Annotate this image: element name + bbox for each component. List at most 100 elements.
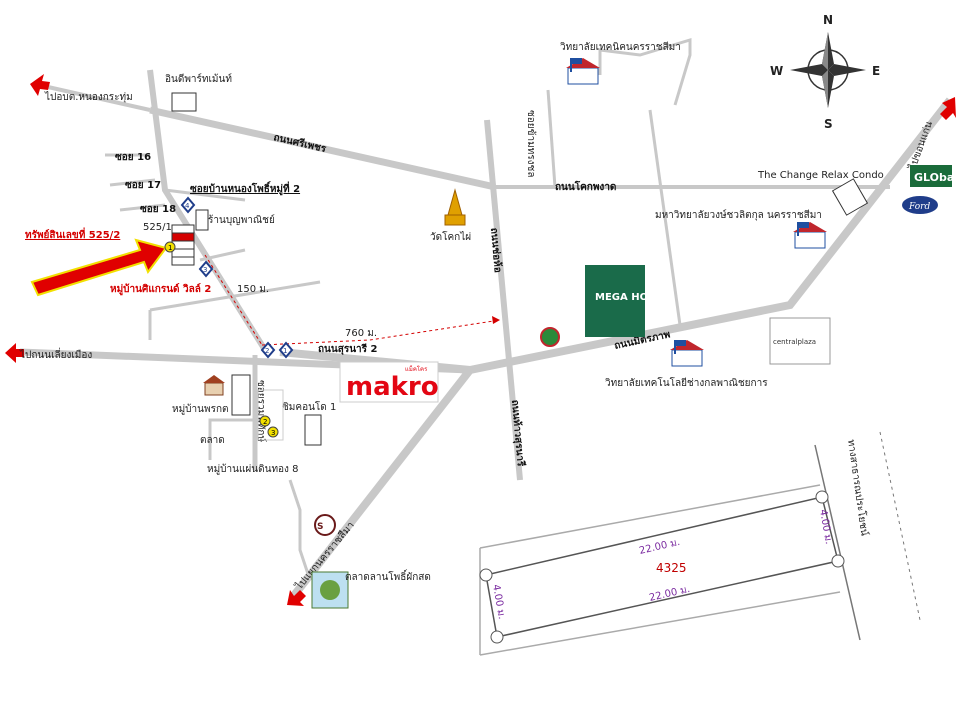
central-plaza-logo-text: centralplaza: [773, 338, 816, 346]
landmark-tech-college-label: วิทยาลัยเทคนิคนครราชสีมา: [560, 41, 681, 53]
makro-logo-sub: แม็คโคร: [405, 364, 428, 373]
distance-arrowhead: [492, 316, 500, 324]
makro-logo: [339, 361, 439, 403]
compass-n: N: [823, 13, 833, 27]
road-label-surinari-2: ถนนสุรนารี 2: [318, 343, 378, 355]
makro-logo-text: makro: [346, 372, 439, 402]
mega-home-logo-text: MEGA HOME: [595, 292, 665, 303]
road-network: [19, 37, 954, 601]
road-label-thao-suranari: ถนนท้าวสุรนารี: [509, 399, 527, 467]
arrow-to-liangmueang-icon: [5, 343, 24, 363]
road-label-si-phet: ถนนศรีเพชร: [272, 131, 328, 155]
soi-nongphoe-label: ซอยบ้านหนองโพธิ์หมู่ที่ 2: [190, 181, 300, 196]
marker-yellow-3-label: 3: [271, 429, 275, 437]
road-label-rat-ruam: ซอยรวมพิทักษ์: [255, 380, 267, 442]
direction-to-nongkrathum: ไปอบต.หนองกระทุ่ม: [44, 91, 133, 103]
landmark-phaendin-label: หมู่บ้านแผ่นดินทอง 8: [207, 463, 298, 475]
plot-road-label: ทางสาธารณประโยชน์: [845, 439, 871, 537]
soi-17-label: ซอย 17: [125, 180, 161, 191]
road-south-lane: [208, 418, 270, 460]
road-to-ratchasima: [288, 367, 474, 601]
plot-corner-2: [815, 490, 829, 504]
road-soi-17: [109, 178, 156, 187]
landmark-market-label: ตลาด: [200, 435, 225, 446]
road-university: [648, 109, 682, 326]
compass-rose: N S E W: [770, 13, 880, 131]
plot-corner-4: [490, 630, 504, 644]
property-pointer-arrow-icon: [30, 238, 168, 297]
plot-corner-3: [831, 554, 845, 568]
arrow-to-khonkaen-icon: [940, 97, 956, 120]
direction-to-liangmueang: ไปถนนเลี่ยงเมือง: [19, 347, 92, 361]
global-logo: [910, 165, 952, 187]
bank-icon-glyph: S: [317, 522, 323, 532]
compass-w: W: [770, 64, 783, 78]
landmark-university-label: มหาวิทยาลัยวงษ์ชวลิตกุล นครราชสีมา: [655, 209, 822, 221]
bank-icon: [314, 514, 336, 536]
plot-road-line-2: [879, 431, 921, 621]
road-side-2: [149, 280, 321, 312]
plot-frame-upper-right: [479, 484, 821, 549]
soi-18-label: ซอย 18: [140, 204, 176, 215]
distance-indicators: 150 ม. 760 ม.: [204, 254, 501, 346]
plot-road-line-1: [814, 444, 861, 641]
arrow-to-nongkrathum-icon: [30, 74, 50, 96]
school-icon: [566, 58, 600, 85]
plot-id: 4325: [656, 561, 687, 575]
arrow-to-ratchasima-icon: [287, 590, 306, 606]
landmark-boonyapanich-building: [195, 209, 209, 231]
landmark-independent-label: อินดีพาร์ทเม้นท์: [165, 73, 232, 85]
marker-blue-3: 3: [198, 260, 214, 278]
plot-corner-1: [479, 568, 493, 582]
landmark-sim-condo-lot: [257, 389, 284, 441]
property-location: ทรัพย์สินเลขที่ 525/2 525/1 หมู่บ้านศิแก…: [25, 222, 211, 297]
ford-logo-text: Ford: [908, 202, 930, 212]
road-side-1: [199, 248, 246, 262]
marker-blue-4: 4: [180, 196, 196, 214]
global-logo-text: GLObal: [914, 171, 958, 184]
auto-college-icon: [670, 340, 704, 367]
compass-s: S: [824, 117, 833, 131]
landmark-independent-building: [171, 92, 197, 112]
marker-yellow-1-label: 1: [168, 244, 172, 252]
road-label-cho-ho: ถนนช่อห้อ: [488, 227, 504, 273]
marker-blue-2-label: 2: [265, 347, 269, 355]
map-markers: 1 2 3 4 3 2 1: [164, 196, 294, 438]
road-south-curve: [288, 479, 312, 581]
distance-line-760: [261, 319, 501, 346]
landmark-change-relax-label: The Change Relax Condo: [757, 170, 884, 181]
property-neighbor-number: 525/1: [143, 222, 172, 233]
road-soi-18: [119, 203, 166, 212]
road-label-khok-phawat: ถนนโคกพงาด: [555, 180, 616, 193]
road-soi-nongphoe: [164, 188, 246, 202]
landmark-change-relax-building: [831, 178, 869, 216]
university-icon: [793, 222, 827, 249]
marker-blue-1: 1: [278, 341, 294, 359]
compass-e: E: [872, 64, 880, 78]
road-college-branch: [598, 37, 692, 106]
plot-top-dimension: 22.00 ม.: [638, 537, 681, 557]
plot-bottom-dimension: 22.00 ม.: [648, 584, 691, 604]
marker-blue-1-label: 1: [283, 347, 287, 355]
road-mittraphap: [279, 97, 954, 375]
landmark-boonyapanich-label: ร้านบุญพาณิชย์: [208, 214, 275, 226]
road-to-nongkrathum: [47, 85, 151, 112]
house-icon: [203, 375, 225, 396]
road-cho-ho: [484, 119, 523, 481]
landmark-sim-condo-label: ซิมคอนโด 1: [282, 400, 336, 413]
landmark-auto-college-label: วิทยาลัยเทคโนโลยีช่างกลพาณิชยการ: [605, 376, 769, 389]
landmark-pornkot-building: [231, 374, 251, 416]
property-village-label: หมู่บ้านศิแกรนด์ วิลล์ 2: [110, 283, 211, 296]
road-si-phet: [149, 106, 496, 191]
distance-760-label: 760 ม.: [345, 328, 377, 339]
central-plaza-logo: [769, 317, 831, 365]
ford-logo: [902, 196, 938, 214]
marker-yellow-3: [267, 426, 279, 438]
property-lots: [171, 224, 195, 266]
mega-home-logo: [585, 265, 645, 337]
soi-labels: ซอย 16 ซอย 17 ซอย 18 ซอยบ้านหนองโพธิ์หมู…: [115, 152, 300, 215]
plot-diagram: ทางสาธารณประโยชน์ 22.00 ม. 22.00 ม. 4.00…: [479, 431, 921, 656]
shop-icon: [540, 327, 560, 347]
marker-blue-4-label: 4: [185, 202, 190, 210]
